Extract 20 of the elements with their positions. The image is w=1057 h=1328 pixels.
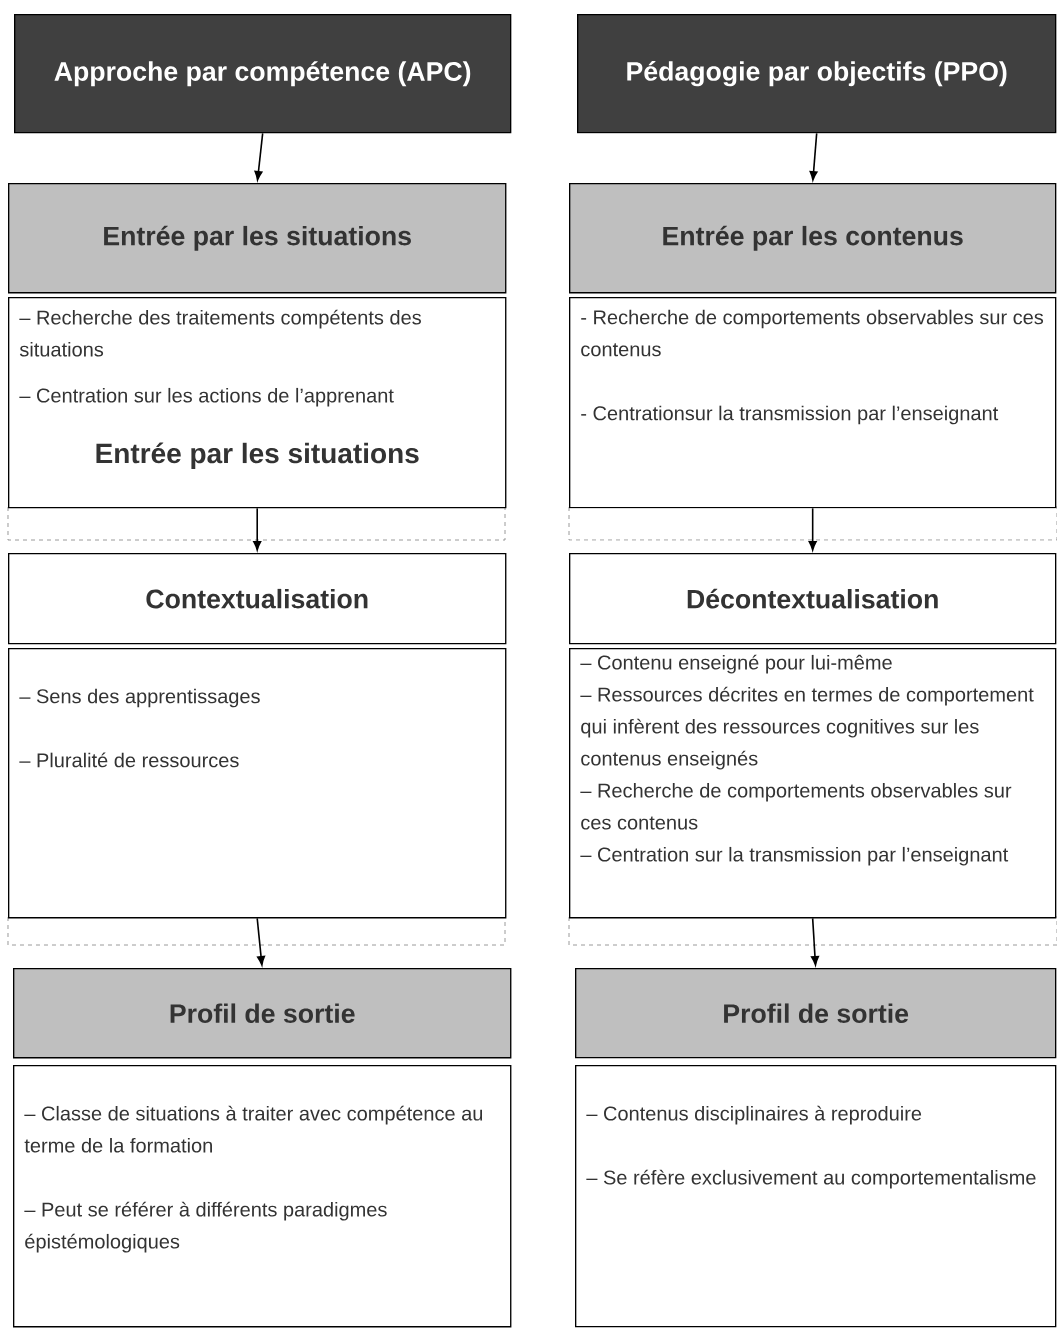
text-box: - Recherche de comportements observables sur ces contenus - Centrationsur la transmission par l’enseignant <box>569 297 1057 509</box>
arrow <box>808 507 817 551</box>
heading-box: Profil de sortie <box>575 968 1057 1059</box>
arrow <box>254 132 264 181</box>
text-box: – Contenus disciplinaires à reproduire – Se réfère exclusivement au comportementalisme <box>575 1065 1057 1328</box>
arrow <box>253 507 262 551</box>
text-box: – Sens des apprentissages – Pluralité de ressources <box>8 648 507 919</box>
arrow <box>256 917 266 966</box>
heading-box: Contextualisation <box>8 553 507 645</box>
title-box: Approche par compétence (APC) <box>14 14 512 134</box>
title-box: Pédagogie par objectifs (PPO) <box>577 14 1057 134</box>
heading-box: Entrée par les situations <box>8 183 507 294</box>
arrow <box>810 917 820 966</box>
heading-box: Profil de sortie <box>13 968 512 1059</box>
arrow <box>809 132 818 181</box>
heading-box: Décontextualisation <box>569 553 1057 645</box>
text-box: – Classe de situations à traiter avec compétence au terme de la formation – Peut se référer à différents paradigmes épistémologiques <box>13 1065 512 1328</box>
heading-box: Entrée par les contenus <box>569 183 1057 294</box>
text-box: – Contenu enseigné pour lui-même – Ressources décrites en termes de comportement qui infèrent des ressources cognitives sur les contenus enseignés – Recherche de comportements observables sur ces contenus – Centration sur la transmission par l’enseignant <box>569 648 1057 919</box>
text-box: – Recherche des traitements compétents des situations – Centration sur les actions de l’apprenant Entrée par les situations <box>8 297 507 509</box>
